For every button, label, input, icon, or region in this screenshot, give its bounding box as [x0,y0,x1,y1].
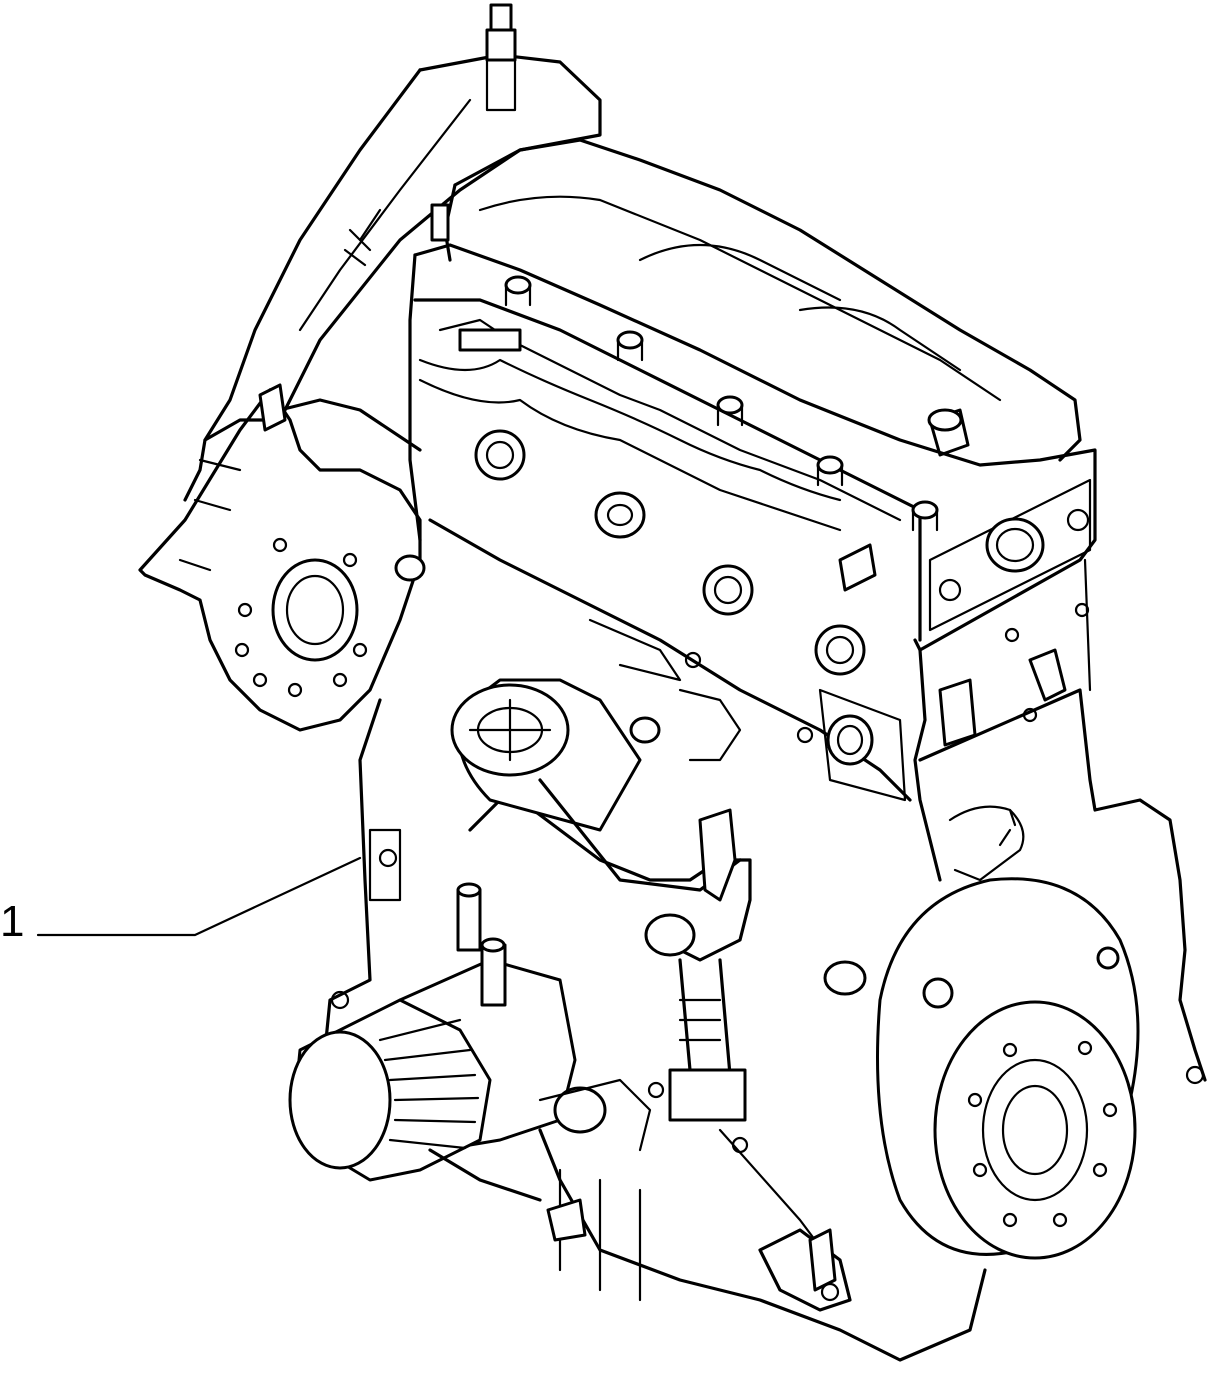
oil-pipe-assembly [450,678,752,1122]
timing-belt-cover [183,3,602,502]
cylinder-head [408,243,1097,676]
engine-block [323,518,1207,1082]
oil-sump [428,1078,987,1362]
cylinder-head-cover [430,138,1082,462]
crankshaft-pulley [758,877,1140,1312]
camshaft-pulley-housing [138,383,426,732]
oil-filter [288,882,577,1182]
callout-leader-1 [36,856,362,937]
callout-label-1: 1 [0,897,25,946]
mounting-bosses [330,828,1205,1302]
